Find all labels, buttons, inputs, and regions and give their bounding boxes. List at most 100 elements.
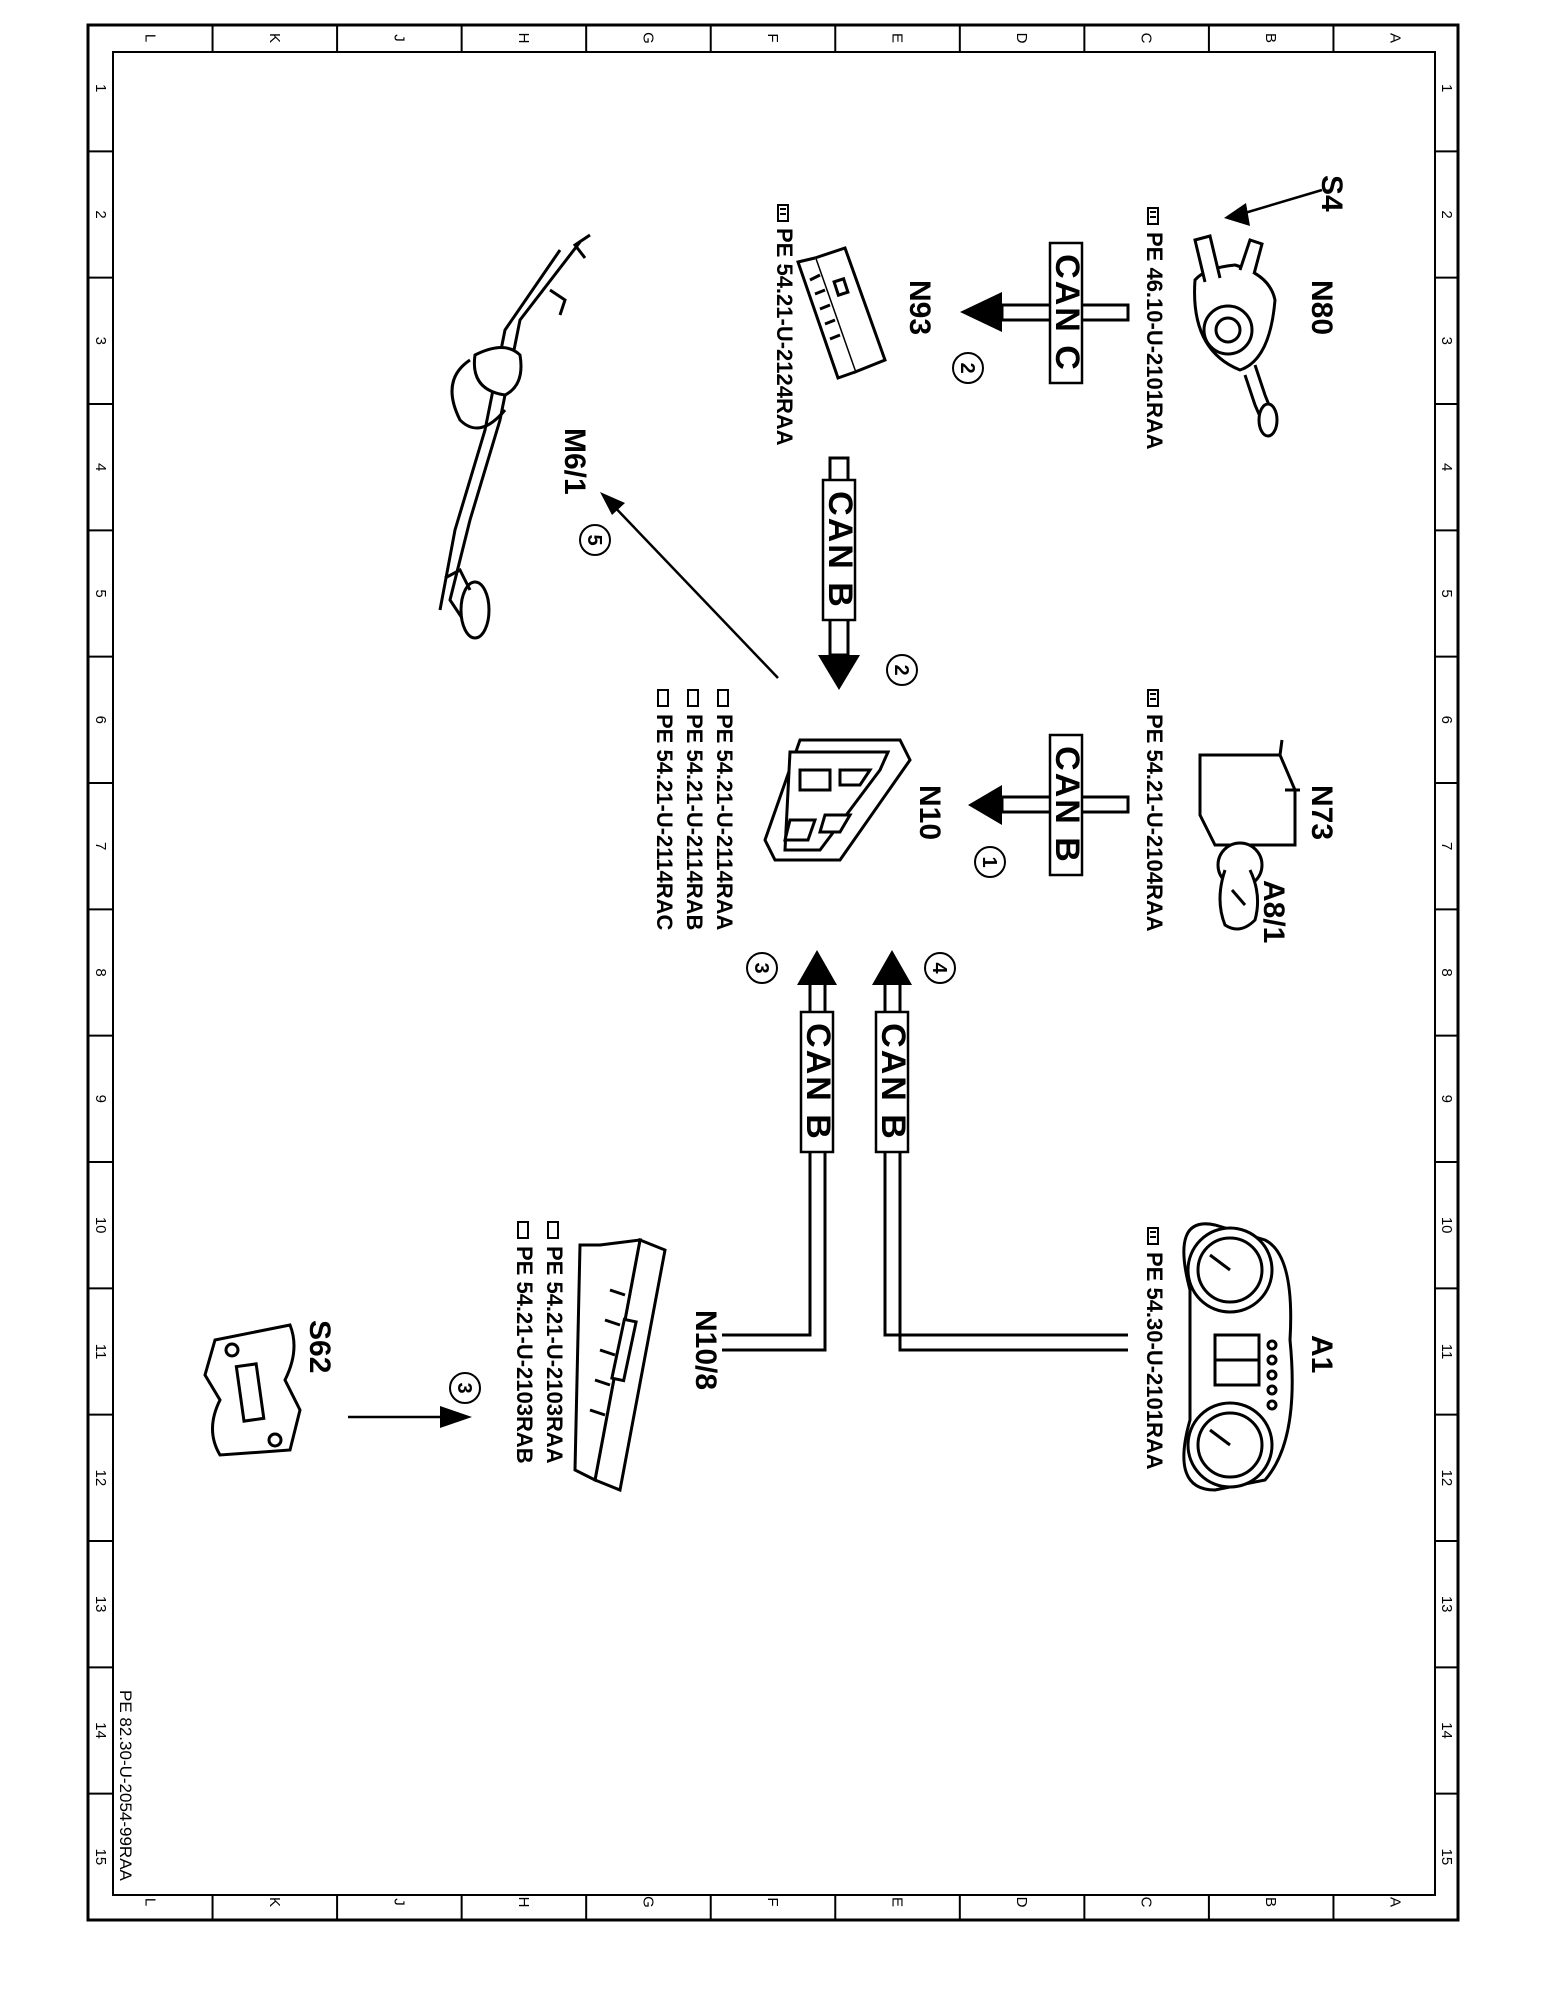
- grid-letter-label: J: [390, 1898, 407, 1906]
- grid-letter-label: F: [764, 33, 781, 42]
- m6-1-wiper-motor-icon: [438, 233, 591, 640]
- step-numbers: 2 2 1 4 3 3 5: [453, 362, 1000, 1393]
- grid-number-label: 4: [1438, 463, 1455, 471]
- a8-1-label: A8/1: [1257, 880, 1290, 943]
- grid-letter-label: C: [1138, 33, 1155, 44]
- n10-ref-text: PE 54.21-U-2114RAC: [652, 714, 677, 931]
- s62-label: S62: [303, 1320, 336, 1373]
- thin-arrows: [348, 188, 1323, 1419]
- drawing-code: PE 82.30-U-2054-99RAA: [116, 1690, 135, 1882]
- n10-control-unit-icon: [763, 738, 912, 862]
- grid-number-label: 9: [1438, 1095, 1455, 1103]
- grid-number-label: 7: [1438, 842, 1455, 850]
- step-markers: [449, 352, 1006, 1404]
- pointing-hand-icon: [717, 689, 729, 707]
- grid-number-label: 7: [92, 842, 109, 850]
- can-label-text: CAN B: [799, 1023, 837, 1141]
- n10-ref-text: PE 54.21-U-2114RAA: [712, 714, 737, 931]
- grid-number-label: 13: [1438, 1596, 1455, 1613]
- a1-label: A1: [1305, 1335, 1338, 1373]
- n93-module-icon: [796, 246, 887, 380]
- grid-letter-label: A: [1387, 1897, 1404, 1907]
- grid-letter-label: H: [515, 33, 532, 44]
- grid-number-label: 12: [92, 1469, 109, 1486]
- grid-number-label: 1: [92, 84, 109, 92]
- n80-ref-text: PE 46.10-U-2101RAA: [1142, 232, 1167, 450]
- pointing-hand-icon: [547, 1221, 559, 1239]
- can-label-n80-n93: CAN C: [1048, 241, 1086, 385]
- n93-ref: PE 54.21-U-2124RAA: [772, 204, 797, 446]
- can-label-n10-8-n10: CAN B: [799, 1010, 837, 1154]
- grid-letter-label: F: [764, 1897, 781, 1906]
- bus-arrowheads: [440, 292, 1002, 1428]
- n73-ignition-switch-icon: [1198, 739, 1300, 931]
- n10-refs: PE 54.21-U-2114RAA PE 54.21-U-2114RAB PE…: [652, 689, 737, 931]
- can-label-text: CAN B: [1048, 746, 1086, 864]
- step-number: 4: [928, 962, 950, 974]
- s4-label: S4: [1315, 175, 1348, 212]
- grid-number-label: 9: [92, 1095, 109, 1103]
- can-label-n93-n10: CAN B: [821, 478, 859, 622]
- grid-number-label: 3: [92, 337, 109, 345]
- n73-ref-text: PE 54.21-U-2104RAA: [1142, 714, 1167, 932]
- n10-label: N10: [913, 785, 946, 840]
- grid-letter-label: G: [639, 32, 656, 44]
- grid-letter-label: E: [889, 33, 906, 43]
- grid-number-label: 5: [1438, 589, 1455, 597]
- grid-number-label: 15: [1438, 1848, 1455, 1865]
- pointing-hand-icon: [517, 1221, 529, 1239]
- grid-ticks: [88, 25, 1458, 1920]
- drawing-frame: [86, 23, 1460, 1922]
- grid-number-label: 14: [1438, 1722, 1455, 1739]
- can-label-a1-n10: CAN B: [874, 1010, 912, 1154]
- grid-letter-label: B: [1262, 1897, 1279, 1907]
- grid-number-label: 13: [92, 1596, 109, 1613]
- grid-number-label: 11: [92, 1344, 109, 1360]
- n10-8-label: N10/8: [689, 1310, 722, 1390]
- grid-number-label: 10: [92, 1217, 109, 1234]
- pointing-hand-icon: [657, 689, 669, 707]
- pointing-hand-icon: [1147, 689, 1159, 707]
- grid-letter-label: D: [1013, 1897, 1030, 1908]
- grid-number-label: 14: [92, 1722, 109, 1739]
- grid-number-label: 12: [1438, 1469, 1455, 1486]
- step-number: 2: [890, 664, 912, 675]
- grid-number-label: 4: [92, 463, 109, 471]
- thin-arrowheads: [600, 203, 1250, 515]
- grid-letter-label: L: [141, 1898, 158, 1906]
- grid-letter-label: B: [1262, 33, 1279, 43]
- grid-number-label: 6: [92, 716, 109, 724]
- can-label-text: CAN C: [1048, 254, 1086, 372]
- a1-ref: PE 54.30-U-2101RAA: [1142, 1227, 1167, 1470]
- step-number: 2: [956, 362, 978, 373]
- grid-number-label: 6: [1438, 716, 1455, 724]
- n10-8-ref-text: PE 54.21-U-2103RAA: [542, 1246, 567, 1464]
- grid-number-label: 1: [1438, 84, 1455, 92]
- pointing-hand-icon: [1147, 207, 1159, 225]
- n80-label: N80: [1305, 280, 1338, 335]
- grid-number-label: 3: [1438, 337, 1455, 345]
- n10-8-control-unit-icon: [573, 1237, 667, 1493]
- grid-letter-label: H: [515, 1897, 532, 1908]
- grid-number-label: 2: [1438, 210, 1455, 218]
- grid-letter-label: E: [889, 1897, 906, 1907]
- grid-letter-label: L: [141, 34, 158, 42]
- grid-letter-label: A: [1387, 33, 1404, 43]
- pointing-hand-icon: [687, 689, 699, 707]
- n93-ref-text: PE 54.21-U-2124RAA: [772, 228, 797, 446]
- step-number: 5: [583, 534, 605, 545]
- grid-letter-label: G: [639, 1896, 656, 1908]
- m6-1-label: M6/1: [558, 428, 591, 495]
- grid-number-label: 2: [92, 210, 109, 218]
- component-labels: S4 N80 N93 M6/1 N73 A8/1 N10 A1 N10/8 S6…: [303, 175, 1348, 1390]
- n10-8-refs: PE 54.21-U-2103RAA PE 54.21-U-2103RAB: [512, 1221, 567, 1464]
- grid-number-label: 11: [1438, 1344, 1455, 1360]
- grid-letter-label: D: [1013, 33, 1030, 44]
- grid-letter-label: K: [266, 1897, 283, 1907]
- n10-8-ref-text: PE 54.21-U-2103RAB: [512, 1246, 537, 1464]
- can-label-n73-n10: CAN B: [1048, 733, 1086, 877]
- step-number: 3: [453, 1382, 475, 1393]
- pe-reference-texts: PE 46.10-U-2101RAA PE 54.21-U-2124RAA PE…: [512, 204, 1167, 1470]
